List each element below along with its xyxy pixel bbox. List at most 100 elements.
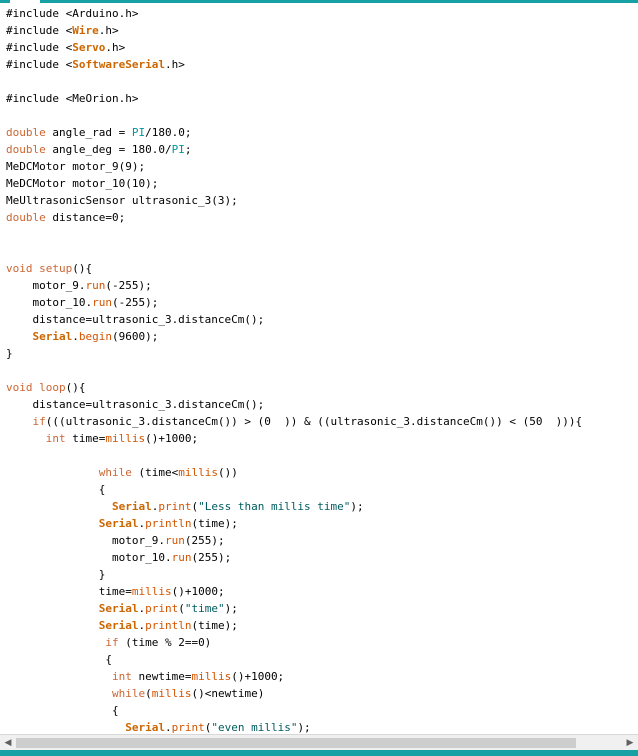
code-token: double xyxy=(6,126,46,139)
code-line: void loop(){ xyxy=(6,379,582,396)
code-token: PI xyxy=(131,126,146,139)
code-line: Serial.println(time); xyxy=(6,515,582,532)
code-token: double xyxy=(6,211,46,224)
code-line xyxy=(6,447,582,464)
code-token: int xyxy=(111,670,132,683)
code-token: "Less than millis time" xyxy=(198,500,351,513)
code-token: time= xyxy=(6,585,132,598)
code-token: motor_10. xyxy=(6,551,172,564)
code-token: Servo xyxy=(72,41,106,54)
code-token: } xyxy=(6,568,106,581)
code-token xyxy=(6,636,105,649)
code-token: millis xyxy=(131,585,172,598)
code-token: motor_10. xyxy=(6,296,93,309)
code-token: if xyxy=(32,415,46,428)
code-token: /180.0; xyxy=(145,126,192,139)
code-token: { xyxy=(6,483,106,496)
code-token: Serial xyxy=(32,330,73,343)
code-token: .h> xyxy=(98,24,119,37)
code-line: Serial.println(time); xyxy=(6,617,582,634)
code-line xyxy=(6,107,582,124)
code-token: print xyxy=(171,721,205,734)
code-line: double angle_deg = 180.0/PI; xyxy=(6,141,582,158)
code-token: ()+1000; xyxy=(231,670,285,683)
code-text-area[interactable]: #include <Arduino.h>#include <Wire.h> #in… xyxy=(6,5,582,734)
code-token xyxy=(6,432,46,445)
code-token xyxy=(6,466,99,479)
code-line: time=millis()+1000; xyxy=(6,583,582,600)
code-token: . xyxy=(138,619,146,632)
code-line: { xyxy=(6,481,582,498)
code-token: println xyxy=(145,619,192,632)
code-token: (time); xyxy=(191,517,238,530)
code-token: ( xyxy=(204,721,212,734)
code-line: { xyxy=(6,651,582,668)
code-token: ()+1000; xyxy=(171,585,225,598)
code-token: "even millis" xyxy=(211,721,298,734)
code-line: if(((ultrasonic_3.distanceCm()) > (0 )) … xyxy=(6,413,583,430)
code-line: Serial.print("Less than millis time"); xyxy=(6,498,582,515)
code-line: if (time % 2==0) xyxy=(6,634,582,651)
code-token: (){ xyxy=(65,381,86,394)
code-line: #include <Wire.h> xyxy=(6,22,582,39)
code-token: .h> xyxy=(164,58,185,71)
code-line: motor_9.run(255); xyxy=(6,532,582,549)
code-token: ); xyxy=(224,602,238,615)
code-line: void setup(){ xyxy=(6,260,582,277)
code-token: ; xyxy=(184,143,192,156)
code-token: Wire xyxy=(72,24,99,37)
code-token: . xyxy=(138,517,146,530)
scroll-left-arrow-icon[interactable]: ◀ xyxy=(4,738,12,748)
code-token xyxy=(6,415,33,428)
code-line: while (time<millis()) xyxy=(6,464,582,481)
top-accent-bar xyxy=(40,0,638,3)
code-token: ( xyxy=(178,602,185,615)
code-token: angle_rad = xyxy=(45,126,132,139)
code-token: newtime= xyxy=(131,670,192,683)
code-token: run xyxy=(171,551,192,564)
code-token: . xyxy=(138,602,146,615)
code-token: Serial xyxy=(98,619,139,632)
code-token: Serial xyxy=(98,517,139,530)
code-token: (time % 2==0) xyxy=(118,636,212,649)
code-token: distance=ultrasonic_3.distanceCm(); xyxy=(6,398,265,411)
code-token: #include <MeOrion.h> xyxy=(6,92,139,105)
code-token: millis xyxy=(191,670,232,683)
code-line: MeDCMotor motor_10(10); xyxy=(6,175,582,192)
code-token: ()<newtime) xyxy=(191,687,265,700)
code-line xyxy=(6,362,582,379)
code-token: time= xyxy=(65,432,106,445)
code-token: begin xyxy=(78,330,112,343)
code-token: millis xyxy=(105,432,146,445)
code-editor[interactable]: #include <Arduino.h>#include <Wire.h> #in… xyxy=(0,3,638,734)
code-token: while xyxy=(111,687,146,700)
code-line: #include <Arduino.h> xyxy=(6,5,582,22)
code-token: millis xyxy=(178,466,218,479)
code-token: int xyxy=(45,432,66,445)
code-token: ); xyxy=(350,500,364,513)
code-token: .h> xyxy=(105,41,126,54)
code-token xyxy=(6,670,112,683)
code-token xyxy=(6,721,125,734)
code-token: "time" xyxy=(184,602,225,615)
code-token xyxy=(6,687,112,700)
code-token: . xyxy=(151,500,159,513)
code-token: MeDCMotor motor_9(9); xyxy=(6,160,146,173)
code-token: if xyxy=(105,636,119,649)
code-token xyxy=(6,500,112,513)
code-token: run xyxy=(92,296,112,309)
code-token: (9600); xyxy=(112,330,159,343)
code-token: (-255); xyxy=(105,279,152,292)
code-token: MeDCMotor motor_10(10); xyxy=(6,177,159,190)
code-token: void xyxy=(6,262,33,275)
horizontal-scrollbar[interactable]: ◀ ▶ xyxy=(0,734,638,751)
code-token: . xyxy=(164,721,172,734)
scrollbar-thumb[interactable] xyxy=(16,738,576,748)
code-line: int newtime=millis()+1000; xyxy=(6,668,582,685)
code-token: loop xyxy=(39,381,66,394)
code-line: Serial.print("even millis"); xyxy=(6,719,582,734)
code-token xyxy=(6,619,99,632)
code-line: distance=ultrasonic_3.distanceCm(); xyxy=(6,396,582,413)
scroll-right-arrow-icon[interactable]: ▶ xyxy=(626,738,634,748)
code-token: Serial xyxy=(125,721,165,734)
